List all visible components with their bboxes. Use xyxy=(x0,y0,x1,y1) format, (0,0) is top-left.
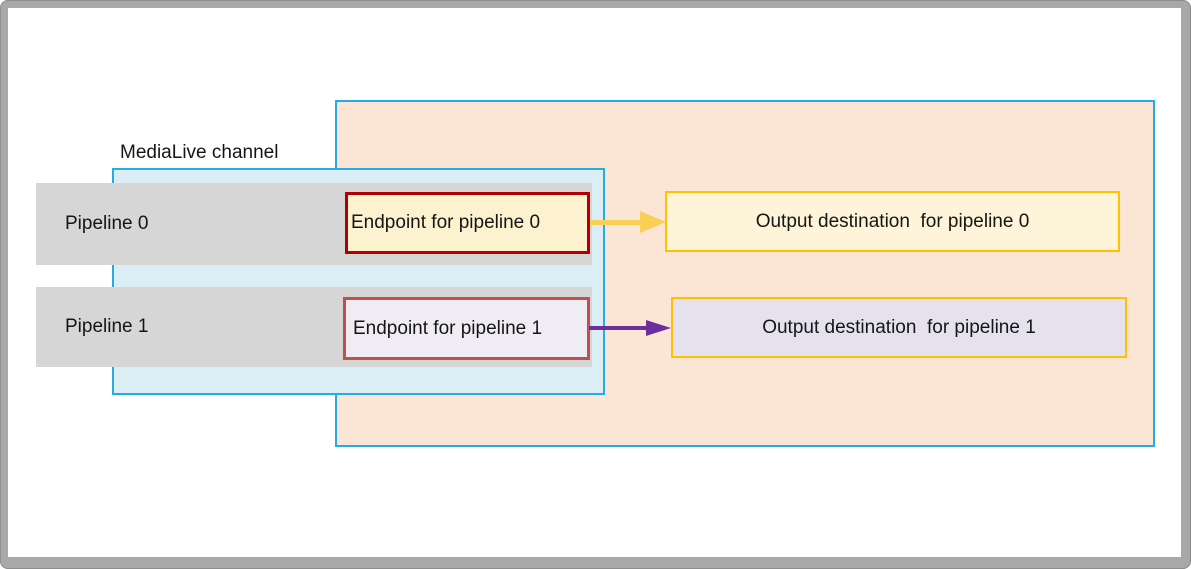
output-destination-0-box: Output destination for pipeline 0 xyxy=(665,191,1120,252)
output-destination-1-label: Output destination for pipeline 1 xyxy=(762,316,1036,338)
medialive-channel-label: MediaLive channel xyxy=(120,142,279,163)
pipeline-0-label: Pipeline 0 xyxy=(65,213,149,234)
endpoint-pipeline-1-label: Endpoint for pipeline 1 xyxy=(353,317,543,339)
arrow-pipeline-0-head xyxy=(640,211,666,233)
output-destination-0-label: Output destination for pipeline 0 xyxy=(755,210,1030,232)
endpoint-pipeline-1-box: Endpoint for pipeline 1 xyxy=(343,297,590,360)
arrow-pipeline-1-shaft xyxy=(589,326,649,330)
pipeline-1-label: Pipeline 1 xyxy=(65,316,149,337)
endpoint-pipeline-0-box: Endpoint for pipeline 0 xyxy=(345,192,590,254)
output-destination-1-box: Output destination for pipeline 1 xyxy=(671,297,1127,358)
endpoint-pipeline-0-label: Endpoint for pipeline 0 xyxy=(351,212,541,233)
arrow-pipeline-1-head xyxy=(646,320,671,336)
arrow-pipeline-0-shaft xyxy=(590,220,642,225)
